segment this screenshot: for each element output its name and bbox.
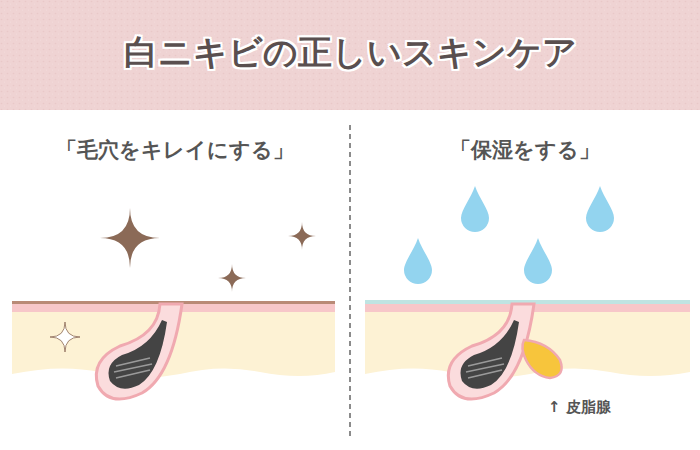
sparkles xyxy=(50,208,316,352)
sebaceous-gland xyxy=(522,340,561,378)
title: 白ニキビの正しいスキンケア xyxy=(0,30,700,74)
pore-right xyxy=(448,304,561,399)
part-label: ↑ 皮脂腺 xyxy=(548,398,688,418)
pore-left xyxy=(96,304,182,399)
title-band xyxy=(0,0,700,110)
divider xyxy=(349,125,351,438)
panel-heading: 「保湿をする」 xyxy=(360,137,690,164)
panel-heading: 「毛穴をキレイにする」 xyxy=(10,137,340,164)
water-drops xyxy=(404,186,614,284)
